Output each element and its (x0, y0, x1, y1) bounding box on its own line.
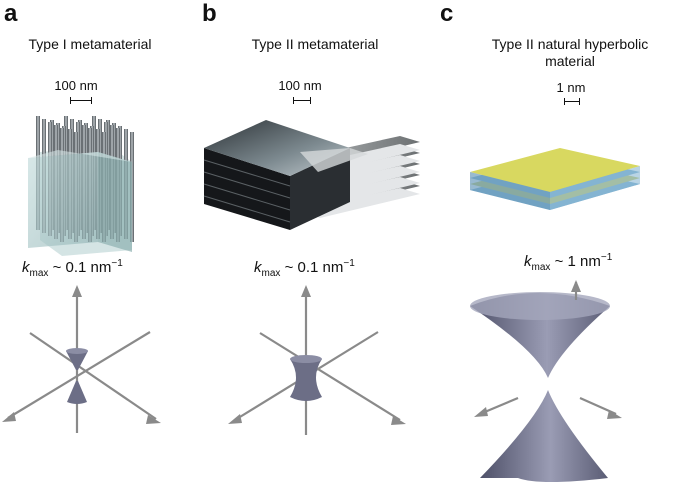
panel-letter-a: a (4, 0, 18, 27)
axis-arrow-left (474, 407, 488, 417)
scale-label-b: 100 nm (278, 78, 322, 93)
rod-array-cube (28, 116, 134, 256)
k-symbol: k (254, 259, 262, 276)
panel-title-c-line1: Type II natural hyperbolic (491, 36, 649, 52)
panel-title-c: Type II natural hyperbolic material (470, 36, 670, 70)
k-exponent: −1 (111, 258, 123, 269)
scale-bar-c (564, 98, 580, 105)
kmax-label-c: kmax ~ 1 nm−1 (524, 252, 612, 273)
axis-arrow-up (571, 280, 581, 292)
panel-c: c Type II natural hyperbolic material 1 … (440, 0, 675, 488)
iso-frequency-surface-b (228, 285, 406, 435)
k-exponent: −1 (600, 252, 613, 263)
panel-a: a Type I metamaterial 100 nm kmax ~ 0.1 … (0, 0, 200, 488)
axis-arrow-right (146, 415, 161, 424)
natural-hyperbolic-layers (470, 148, 640, 210)
k-value: ~ 0.1 nm (48, 259, 112, 276)
axis-arrow-up (301, 285, 311, 297)
upper-cone (66, 349, 88, 370)
axis-arrow-right (391, 416, 406, 425)
layered-slab-stack (203, 120, 420, 230)
k-subscript: max (531, 262, 551, 273)
kmax-label-a: kmax ~ 0.1 nm−1 (22, 258, 123, 279)
lower-hyperbolic-cone (480, 390, 608, 482)
iso-frequency-surface-c (470, 280, 622, 482)
panel-letter-b: b (202, 0, 217, 27)
axis-arrow-right (607, 410, 622, 419)
k-value: ~ 1 nm (550, 253, 601, 270)
panel-title-c-line2: material (545, 53, 595, 69)
scale-label-c: 1 nm (556, 80, 586, 95)
scale-bar-b (293, 97, 311, 104)
axis-arrow-up (72, 285, 82, 297)
kmax-label-b: kmax ~ 0.1 nm−1 (254, 258, 355, 279)
k-subscript: max (29, 268, 49, 279)
panel-title-a: Type I metamaterial (28, 36, 152, 52)
k-symbol: k (22, 259, 30, 276)
k-subscript: max (261, 268, 281, 279)
k-symbol: k (524, 253, 532, 270)
axis-arrow-left (2, 412, 16, 422)
scale-bar-a (70, 97, 92, 104)
axis-arrow-left (228, 414, 242, 424)
iso-frequency-surface-a (2, 285, 161, 433)
panel-letter-c: c (440, 0, 454, 27)
hyperboloid (290, 356, 322, 401)
k-value: ~ 0.1 nm (280, 259, 344, 276)
k-exponent: −1 (343, 258, 355, 269)
panel-title-b: Type II metamaterial (251, 36, 379, 52)
panel-b: b Type II metamaterial 100 nm (200, 0, 440, 488)
scale-label-a: 100 nm (54, 78, 98, 93)
lower-cone (67, 381, 87, 404)
